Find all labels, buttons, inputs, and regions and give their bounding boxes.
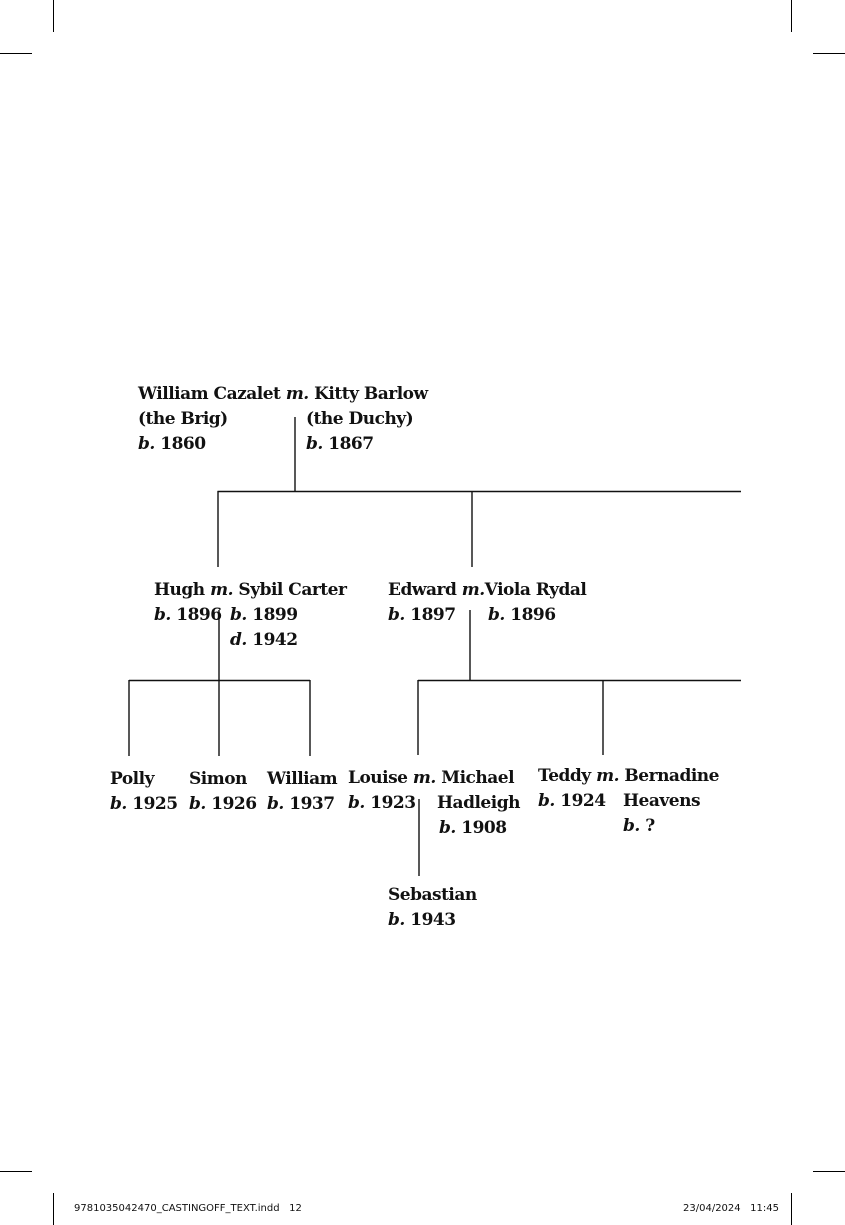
sebastian-born: b. 1943 xyxy=(388,910,456,930)
crop-mark xyxy=(791,1193,792,1225)
hugh-born: b. 1896 xyxy=(154,605,222,625)
simon-name: Simon xyxy=(189,769,247,789)
slug-filename: 9781035042470_CASTINGOFF_TEXT.indd 12 xyxy=(74,1203,302,1214)
hugh-name-line: Hugh m. Sybil Carter xyxy=(154,580,347,600)
crop-mark xyxy=(0,53,32,54)
crop-mark xyxy=(813,1171,845,1172)
viola-born: b. 1896 xyxy=(488,605,556,625)
bernadine-born: b. ? xyxy=(623,816,655,836)
edward-born: b. 1897 xyxy=(388,605,456,625)
crop-mark xyxy=(53,0,54,32)
brig-nickname: (the Brig) xyxy=(138,409,228,429)
crop-mark xyxy=(791,0,792,32)
brig-name-line: William Cazalet m. Kitty Barlow xyxy=(138,384,428,404)
bernadine-surname: Heavens xyxy=(623,791,701,811)
brig-born: b. 1860 xyxy=(138,434,206,454)
louise-name-line: Louise m. Michael xyxy=(348,768,515,788)
polly-name: Polly xyxy=(110,769,154,789)
duchy-born: b. 1867 xyxy=(306,434,374,454)
simon-born: b. 1926 xyxy=(189,794,257,814)
crop-mark xyxy=(813,53,845,54)
sybil-died: d. 1942 xyxy=(230,630,298,650)
crop-mark xyxy=(0,1171,32,1172)
polly-born: b. 1925 xyxy=(110,794,178,814)
william-born: b. 1937 xyxy=(267,794,335,814)
crop-mark xyxy=(53,1193,54,1225)
teddy-born: b. 1924 xyxy=(538,791,606,811)
william-name: William xyxy=(267,769,338,789)
teddy-name-line: Teddy m. Bernadine xyxy=(538,766,719,786)
duchy-nickname: (the Duchy) xyxy=(306,409,414,429)
edward-name-line: Edward m.Viola Rydal xyxy=(388,580,587,600)
michael-surname: Hadleigh xyxy=(437,793,520,813)
louise-born: b. 1923 xyxy=(348,793,416,813)
michael-born: b. 1908 xyxy=(439,818,507,838)
slug-datetime: 23/04/2024 11:45 xyxy=(683,1203,779,1214)
sybil-born: b. 1899 xyxy=(230,605,298,625)
sebastian-name: Sebastian xyxy=(388,885,477,905)
